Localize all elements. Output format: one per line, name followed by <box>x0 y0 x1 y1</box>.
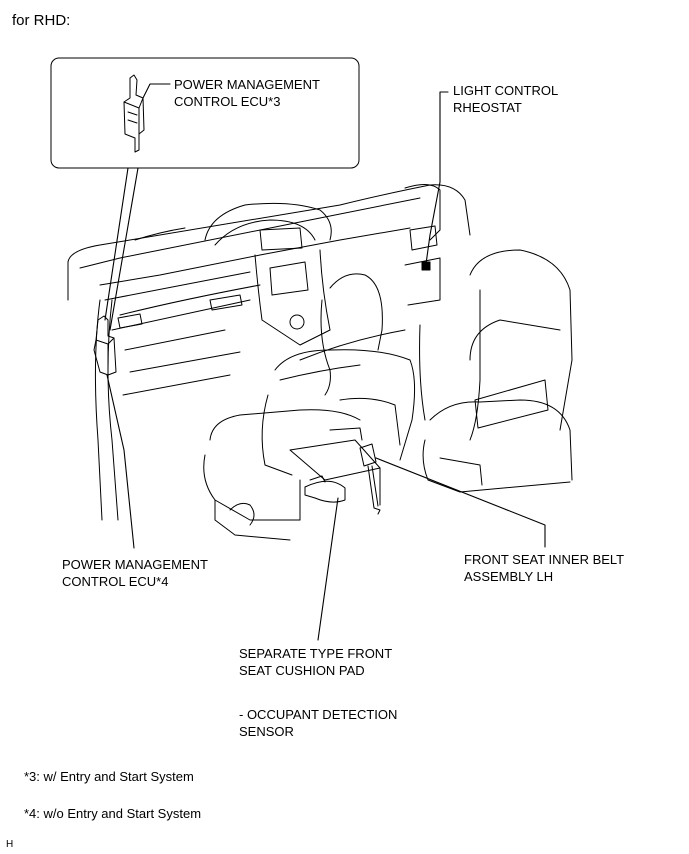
leader-rheostat <box>425 91 449 265</box>
label-occupant-line1: - OCCUPANT DETECTION <box>239 707 398 722</box>
label-belt-line1: FRONT SEAT INNER BELT <box>464 552 625 567</box>
label-pm-ecu-3: POWER MANAGEMENT CONTROL ECU*3 <box>174 76 320 110</box>
seat-drawing-right <box>419 249 573 493</box>
footnote-4: *4: w/o Entry and Start System <box>24 806 202 821</box>
belt-buckle-drawing <box>359 443 381 515</box>
leader-cushion <box>317 497 339 641</box>
inset-box <box>50 57 360 169</box>
cushion-pad-drawing <box>304 475 346 503</box>
label-cushion-line2: SEAT CUSHION PAD <box>239 663 365 678</box>
leader-pm-ecu-3 <box>142 83 171 99</box>
label-belt-line2: ASSEMBLY LH <box>464 569 554 584</box>
label-pm-ecu-4: POWER MANAGEMENT CONTROL ECU*4 <box>62 556 208 590</box>
label-rheostat-line1: LIGHT CONTROL <box>453 83 559 98</box>
label-occupant-detection-sensor: - OCCUPANT DETECTION SENSOR <box>239 706 397 740</box>
dashboard-drawing <box>67 184 471 521</box>
label-pm-ecu-4-line2: CONTROL ECU*4 <box>62 574 169 589</box>
footnote-3: *3: w/ Entry and Start System <box>24 769 194 784</box>
label-cushion-line1: SEPARATE TYPE FRONT <box>239 646 393 661</box>
leader-belt <box>375 457 546 548</box>
label-light-control-rheostat: LIGHT CONTROL RHEOSTAT <box>453 82 558 116</box>
diagram-header: for RHD: <box>12 12 71 29</box>
inset-pointer-right <box>109 167 139 331</box>
label-pm-ecu-3-line1: POWER MANAGEMENT <box>174 77 320 92</box>
leader-pm-ecu-4 <box>106 374 135 549</box>
ecu-inset-drawing <box>123 74 145 153</box>
ecu-lower-drawing <box>93 315 117 376</box>
figure-code: H <box>6 839 14 850</box>
label-rheostat-line2: RHEOSTAT <box>453 100 522 115</box>
label-pm-ecu-4-line1: POWER MANAGEMENT <box>62 557 208 572</box>
label-front-seat-inner-belt: FRONT SEAT INNER BELT ASSEMBLY LH <box>464 551 624 585</box>
label-occupant-line2: SENSOR <box>239 724 294 739</box>
label-pm-ecu-3-line2: CONTROL ECU*3 <box>174 94 281 109</box>
inset-pointer-left <box>104 167 129 321</box>
label-seat-cushion-pad: SEPARATE TYPE FRONT SEAT CUSHION PAD <box>239 645 392 679</box>
seat-drawing-left <box>203 273 416 541</box>
